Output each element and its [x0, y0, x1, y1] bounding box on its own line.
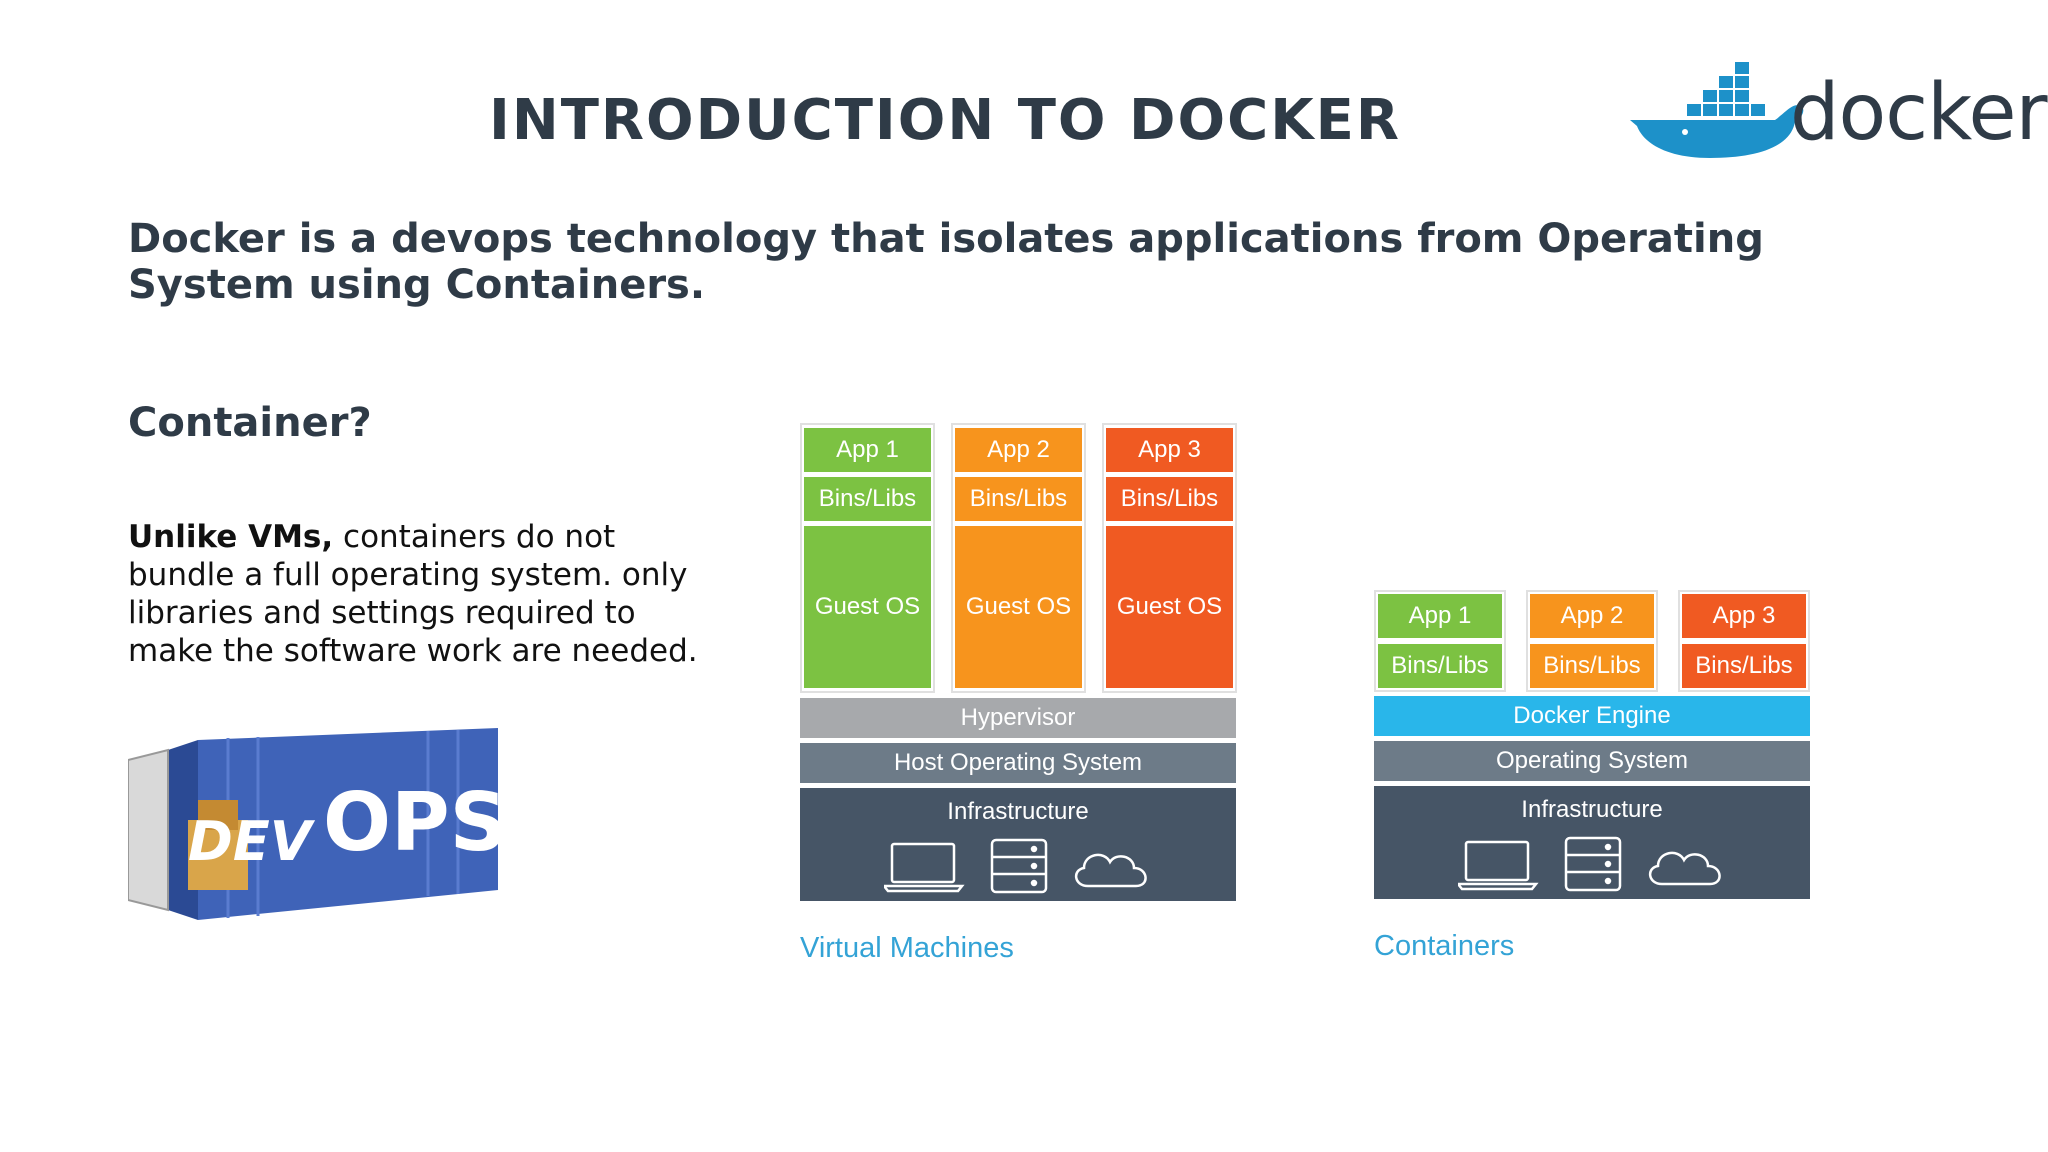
hypervisor-layer: Hypervisor: [800, 698, 1236, 738]
intro-text: Docker is a devops technology that isola…: [128, 216, 1764, 308]
container-app2: App 2: [1530, 594, 1654, 638]
docker-engine-layer: Docker Engine: [1374, 696, 1810, 736]
server-icon: [990, 838, 1048, 894]
vm-caption: Virtual Machines: [800, 932, 1014, 964]
vm-app1-column: [800, 423, 935, 693]
vm-infrastructure-layer: Infrastructure: [800, 788, 1236, 901]
container-app1-column: [1374, 590, 1506, 692]
description-bold: Unlike VMs,: [128, 519, 334, 555]
host-os-layer: Host Operating System: [800, 743, 1236, 783]
vm-app2-guest-os: Guest OS: [955, 526, 1082, 688]
page-title: INTRODUCTION TO DOCKER: [489, 88, 1401, 153]
vm-app3: App 3: [1106, 428, 1233, 472]
container-ops-text: OPS: [323, 776, 507, 869]
vm-app2: App 2: [955, 428, 1082, 472]
shipping-container-image: DEV OPS: [128, 728, 507, 920]
operating-system-layer: Operating System: [1374, 741, 1810, 781]
container-app1: App 1: [1378, 594, 1502, 638]
container-app1-bins: Bins/Libs: [1378, 644, 1502, 688]
laptop-icon: [1458, 840, 1539, 891]
vm-infrastructure-label: Infrastructure: [947, 798, 1089, 825]
container-app2-column: [1526, 590, 1658, 692]
container-app3-bins: Bins/Libs: [1682, 644, 1806, 688]
server-icon: [1564, 836, 1622, 892]
containers-infrastructure-layer: Infrastructure: [1374, 786, 1810, 899]
cloud-icon: [1649, 851, 1721, 886]
laptop-icon: [884, 842, 965, 893]
container-app3: App 3: [1682, 594, 1806, 638]
description-rest: containers do not bundle a full operatin…: [128, 519, 698, 669]
vm-app1-guest-os: Guest OS: [804, 526, 931, 688]
vm-app1: App 1: [804, 428, 931, 472]
vm-app1-bins: Bins/Libs: [804, 477, 931, 521]
container-description: Unlike VMs, containers do not bundle a f…: [128, 518, 728, 670]
containers-caption: Containers: [1374, 930, 1515, 962]
cloud-icon: [1075, 853, 1147, 888]
containers-infra-icons: [1458, 836, 1721, 892]
vm-app3-guest-os: Guest OS: [1106, 526, 1233, 688]
container-app3-column: [1678, 590, 1810, 692]
vm-app2-bins: Bins/Libs: [955, 477, 1082, 521]
docker-whale-icon: [1630, 62, 1804, 158]
container-dev-text: DEV: [188, 810, 316, 873]
vm-infra-icons: [884, 838, 1147, 894]
docker-logo: [1630, 62, 1804, 158]
container-heading: Container?: [128, 400, 372, 446]
container-app2-bins: Bins/Libs: [1530, 644, 1654, 688]
vm-app2-column: [951, 423, 1086, 693]
containers-infrastructure-label: Infrastructure: [1521, 796, 1663, 823]
vm-app3-bins: Bins/Libs: [1106, 477, 1233, 521]
vm-app3-column: [1102, 423, 1237, 693]
docker-wordmark: docker: [1790, 68, 2048, 158]
